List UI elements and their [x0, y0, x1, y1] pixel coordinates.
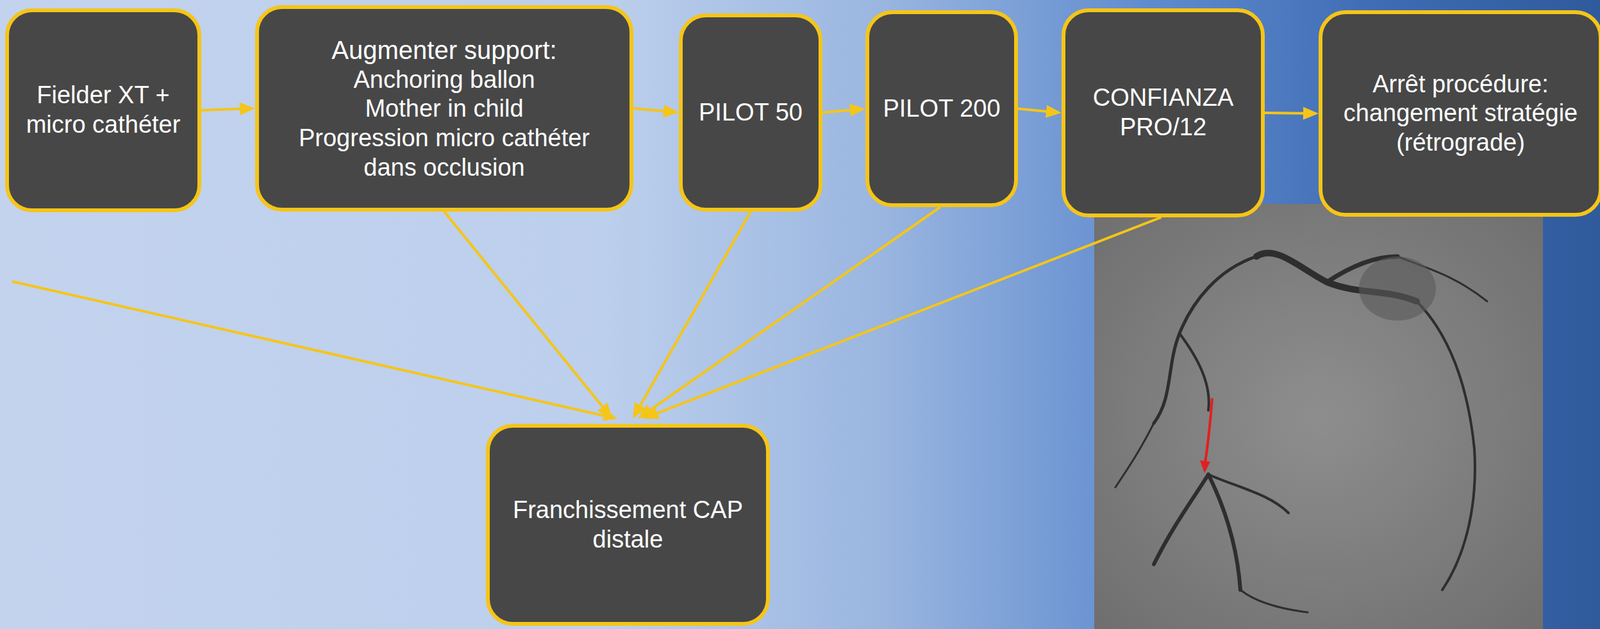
arrowhead [1303, 107, 1319, 120]
box-text: Franchissement CAP distale [501, 495, 755, 554]
connector-line [822, 110, 850, 113]
box-content: PILOT 200 [871, 86, 1012, 132]
box-text: Progression micro cathéter dans occlusio… [270, 123, 618, 183]
incoming-arrow [12, 281, 618, 421]
box-content: CONFIANZA PRO/12 [1065, 75, 1261, 150]
arrowhead [597, 402, 613, 419]
arrowhead [1045, 105, 1062, 118]
arrowhead [849, 103, 866, 117]
connector-line [640, 211, 751, 406]
flow-arrow [201, 102, 256, 116]
process-box: Arrêt procédure: changement stratégie (r… [1318, 10, 1600, 217]
contrast-blush [1358, 256, 1436, 321]
connector-line [657, 217, 1161, 413]
box-text: Mother in child [364, 94, 524, 124]
connector-line [444, 211, 603, 407]
flow-arrow [444, 211, 613, 419]
box-content: Augmenter support:Anchoring ballonMother… [258, 26, 630, 190]
connector-line [650, 207, 941, 410]
process-box: Franchissement CAP distale [485, 423, 770, 626]
flow-arrow [633, 104, 679, 118]
flow-arrow [637, 207, 941, 419]
box-text: PILOT 200 [882, 94, 1000, 124]
flow-arrow [1017, 105, 1062, 118]
box-text: CONFIANZA PRO/12 [1076, 83, 1250, 142]
box-text: PILOT 50 [698, 98, 803, 128]
flow-arrow [1264, 107, 1319, 120]
box-text: Fielder XT + micro cathéter [20, 80, 186, 140]
arrowhead [239, 102, 256, 116]
box-content: Franchissement CAP distale [489, 487, 767, 562]
process-box: PILOT 200 [865, 10, 1018, 208]
box-content: Fielder XT + micro cathéter [8, 73, 198, 147]
flow-arrow [632, 211, 751, 419]
red-pointer-arrow [1200, 398, 1213, 474]
flow-arrow [642, 217, 1161, 420]
box-content: PILOT 50 [687, 90, 815, 136]
process-box: PILOT 50 [678, 13, 823, 212]
box-heading: Augmenter support: [331, 34, 557, 66]
angiogram-frame [1094, 203, 1543, 629]
box-text: Arrêt procédure: changement stratégie (r… [1333, 69, 1588, 158]
connector-line [201, 108, 240, 111]
connector-line [633, 108, 664, 111]
arrowhead [642, 407, 660, 420]
box-text: Anchoring ballon [353, 65, 535, 95]
connector-line [1017, 108, 1047, 112]
box-content: Arrêt procédure: changement stratégie (r… [1322, 62, 1599, 166]
process-box: Augmenter support:Anchoring ballonMother… [255, 5, 634, 212]
arrowhead [662, 104, 679, 118]
flow-arrow [822, 103, 866, 117]
process-box: Fielder XT + micro cathéter [5, 8, 202, 213]
coronary-vessels [1115, 253, 1488, 613]
process-box: CONFIANZA PRO/12 [1061, 8, 1265, 218]
connector-line [1264, 111, 1304, 115]
